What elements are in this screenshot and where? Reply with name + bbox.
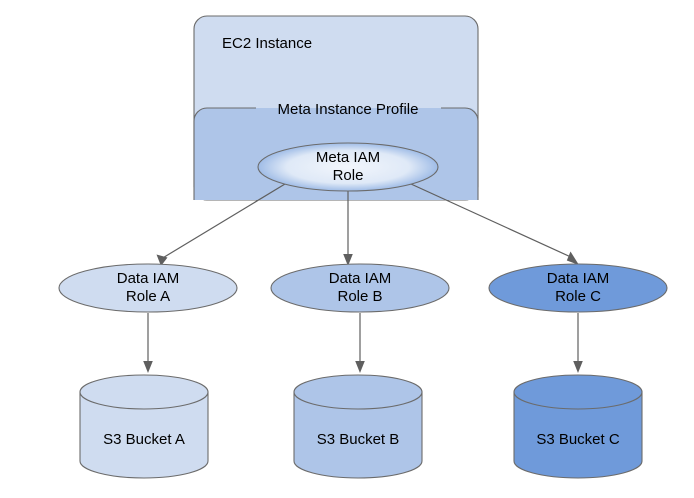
data-iam-role-a-ellipse: [58, 263, 238, 313]
s3-bucket-b[interactable]: S3 Bucket B: [293, 374, 423, 479]
s3-bucket-a-top: [79, 374, 209, 410]
data-iam-role-c-ellipse: [488, 263, 668, 313]
edge-meta-role-to-data-role-a: [156, 183, 286, 266]
s3-bucket-a-body: [79, 391, 209, 479]
edge-data-role-a-to-bucket-a: [143, 313, 153, 373]
edge-data-role-b-to-bucket-b: [355, 313, 365, 373]
data-iam-role-c-label-line2: Role C: [555, 288, 601, 305]
edge-meta-role-to-data-role-c: [410, 183, 579, 265]
edge-meta-role-to-data-role-b: [343, 188, 353, 266]
s3-bucket-b-top: [293, 374, 423, 410]
meta-iam-role-label-line1: Meta IAM: [316, 149, 380, 166]
data-iam-role-c[interactable]: Data IAM Role C: [488, 263, 668, 313]
s3-bucket-c-body: [513, 391, 643, 479]
s3-bucket-a-label: S3 Bucket A: [103, 431, 185, 448]
profile-border-left: [193, 107, 256, 200]
s3-bucket-b-label: S3 Bucket B: [317, 431, 400, 448]
data-iam-role-c-label-line1: Data IAM: [547, 270, 610, 287]
edge-data-role-c-to-bucket-c: [573, 313, 583, 373]
s3-bucket-b-body: [293, 391, 423, 479]
s3-bucket-c-top: [513, 374, 643, 410]
data-iam-role-b-ellipse: [270, 263, 450, 313]
data-iam-role-b-label-line2: Role B: [337, 288, 382, 305]
data-iam-role-a[interactable]: Data IAM Role A: [58, 263, 238, 313]
meta-iam-role[interactable]: Meta IAM Role: [257, 142, 439, 192]
meta-instance-profile-label: Meta Instance Profile: [278, 101, 419, 118]
s3-bucket-c-label: S3 Bucket C: [536, 431, 620, 448]
meta-iam-role-ellipse: [257, 142, 439, 192]
data-iam-role-b[interactable]: Data IAM Role B: [270, 263, 450, 313]
ec2-instance-label: EC2 Instance: [222, 35, 312, 52]
profile-border-right: [441, 107, 479, 200]
data-iam-role-a-label-line1: Data IAM: [117, 270, 180, 287]
meta-iam-role-label-line2: Role: [333, 167, 364, 184]
s3-bucket-a[interactable]: S3 Bucket A: [79, 374, 209, 479]
data-iam-role-b-label-line1: Data IAM: [329, 270, 392, 287]
data-iam-role-a-label-line2: Role A: [126, 288, 170, 305]
s3-bucket-c[interactable]: S3 Bucket C: [513, 374, 643, 479]
